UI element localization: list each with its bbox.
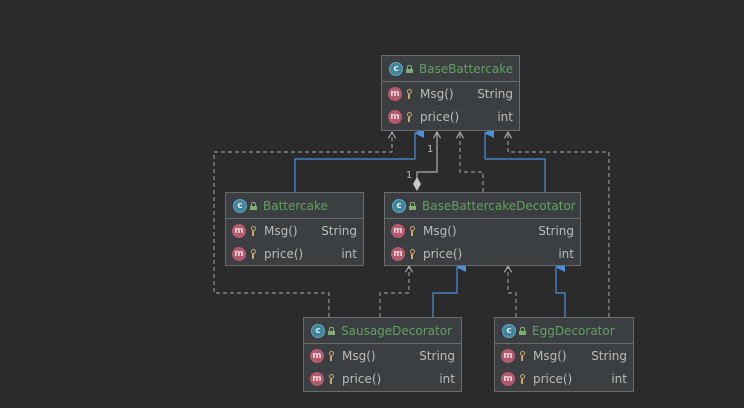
class-sausage-decorator[interactable]: c SausageDecorator m Msg() String m pric… (303, 317, 462, 392)
class-icon: c (311, 323, 325, 338)
method-row[interactable]: m price() int (304, 367, 461, 390)
method-icon: m (232, 246, 246, 261)
method-name: Msg() (533, 348, 567, 363)
lock-icon (519, 326, 526, 335)
method-icon: m (501, 348, 515, 363)
aggregation-decorator-base (416, 132, 437, 180)
key-icon (406, 111, 414, 122)
method-icon: m (501, 371, 515, 386)
key-icon (250, 225, 258, 236)
method-icon: m (232, 223, 246, 238)
lock-icon (328, 326, 335, 335)
method-type: int (341, 246, 357, 261)
method-row[interactable]: m price() int (495, 367, 633, 390)
key-icon (328, 350, 336, 361)
method-name: price() (420, 109, 460, 124)
class-icon: c (389, 61, 403, 76)
lock-icon (406, 64, 413, 73)
class-battercake[interactable]: c Battercake m Msg() String m price() in… (225, 192, 364, 266)
class-name: Battercake (263, 198, 328, 213)
method-name: Msg() (423, 223, 457, 238)
multiplicity-top: 1 (427, 144, 434, 155)
method-type: String (419, 348, 455, 363)
method-icon: m (310, 348, 324, 363)
class-header: c SausageDecorator (304, 318, 461, 344)
key-icon (328, 373, 336, 384)
class-icon: c (502, 323, 516, 338)
method-row[interactable]: m price() int (382, 105, 519, 128)
method-row[interactable]: m Msg() String (382, 82, 519, 105)
class-header: c BaseBattercakeDecotator (385, 193, 580, 219)
class-name: BaseBattercakeDecotator (422, 198, 576, 213)
method-row[interactable]: m price() int (385, 242, 580, 265)
dependency-egg-decorator (508, 266, 517, 317)
key-icon (406, 88, 414, 99)
class-base-battercake[interactable]: c BaseBattercake m Msg() String m price(… (381, 55, 520, 131)
aggregation-diamond (413, 177, 421, 191)
method-name: Msg() (342, 348, 376, 363)
method-type: String (591, 348, 627, 363)
method-row[interactable]: m Msg() String (226, 219, 363, 242)
class-base-battercake-decotator[interactable]: c BaseBattercakeDecotator m Msg() String… (384, 192, 581, 266)
class-egg-decorator[interactable]: c EggDecorator m Msg() String m price() … (494, 317, 634, 392)
method-row[interactable]: m Msg() String (304, 344, 461, 367)
method-type: int (611, 371, 627, 386)
class-header: c EggDecorator (495, 318, 633, 344)
method-type: String (321, 223, 357, 238)
method-icon: m (391, 246, 405, 261)
class-icon: c (233, 198, 247, 213)
method-name: price() (533, 371, 573, 386)
method-icon: m (391, 223, 405, 238)
lock-icon (250, 201, 257, 210)
method-row[interactable]: m Msg() String (385, 219, 580, 242)
multiplicity-bottom: 1 (406, 170, 413, 181)
key-icon (519, 350, 527, 361)
key-icon (250, 248, 258, 259)
method-type: String (477, 86, 513, 101)
method-icon: m (388, 109, 402, 124)
method-name: price() (342, 371, 382, 386)
inherit-battercake-base (294, 128, 424, 192)
method-name: Msg() (264, 223, 298, 238)
class-name: BaseBattercake (419, 61, 514, 76)
key-icon (409, 225, 417, 236)
key-icon (519, 373, 527, 384)
method-icon: m (388, 86, 402, 101)
inherit-egg-decorator (555, 262, 566, 317)
dependency-egg-base (508, 132, 610, 317)
method-name: Msg() (420, 86, 454, 101)
dependency-decorator-base (460, 132, 484, 192)
method-icon: m (310, 371, 324, 386)
method-name: price() (423, 246, 463, 261)
class-icon: c (392, 198, 406, 213)
method-row[interactable]: m Msg() String (495, 344, 633, 367)
class-header: c BaseBattercake (382, 56, 519, 82)
dependency-sausage-decorator (379, 266, 409, 317)
class-name: EggDecorator (532, 323, 615, 338)
method-type: String (538, 223, 574, 238)
method-name: price() (264, 246, 304, 261)
method-type: int (497, 109, 513, 124)
inherit-sausage-decorator (432, 262, 466, 317)
method-row[interactable]: m price() int (226, 242, 363, 265)
key-icon (409, 248, 417, 259)
method-type: int (558, 246, 574, 261)
method-type: int (439, 371, 455, 386)
inherit-decorator-base (484, 128, 546, 192)
class-header: c Battercake (226, 193, 363, 219)
lock-icon (409, 201, 416, 210)
class-name: SausageDecorator (341, 323, 453, 338)
